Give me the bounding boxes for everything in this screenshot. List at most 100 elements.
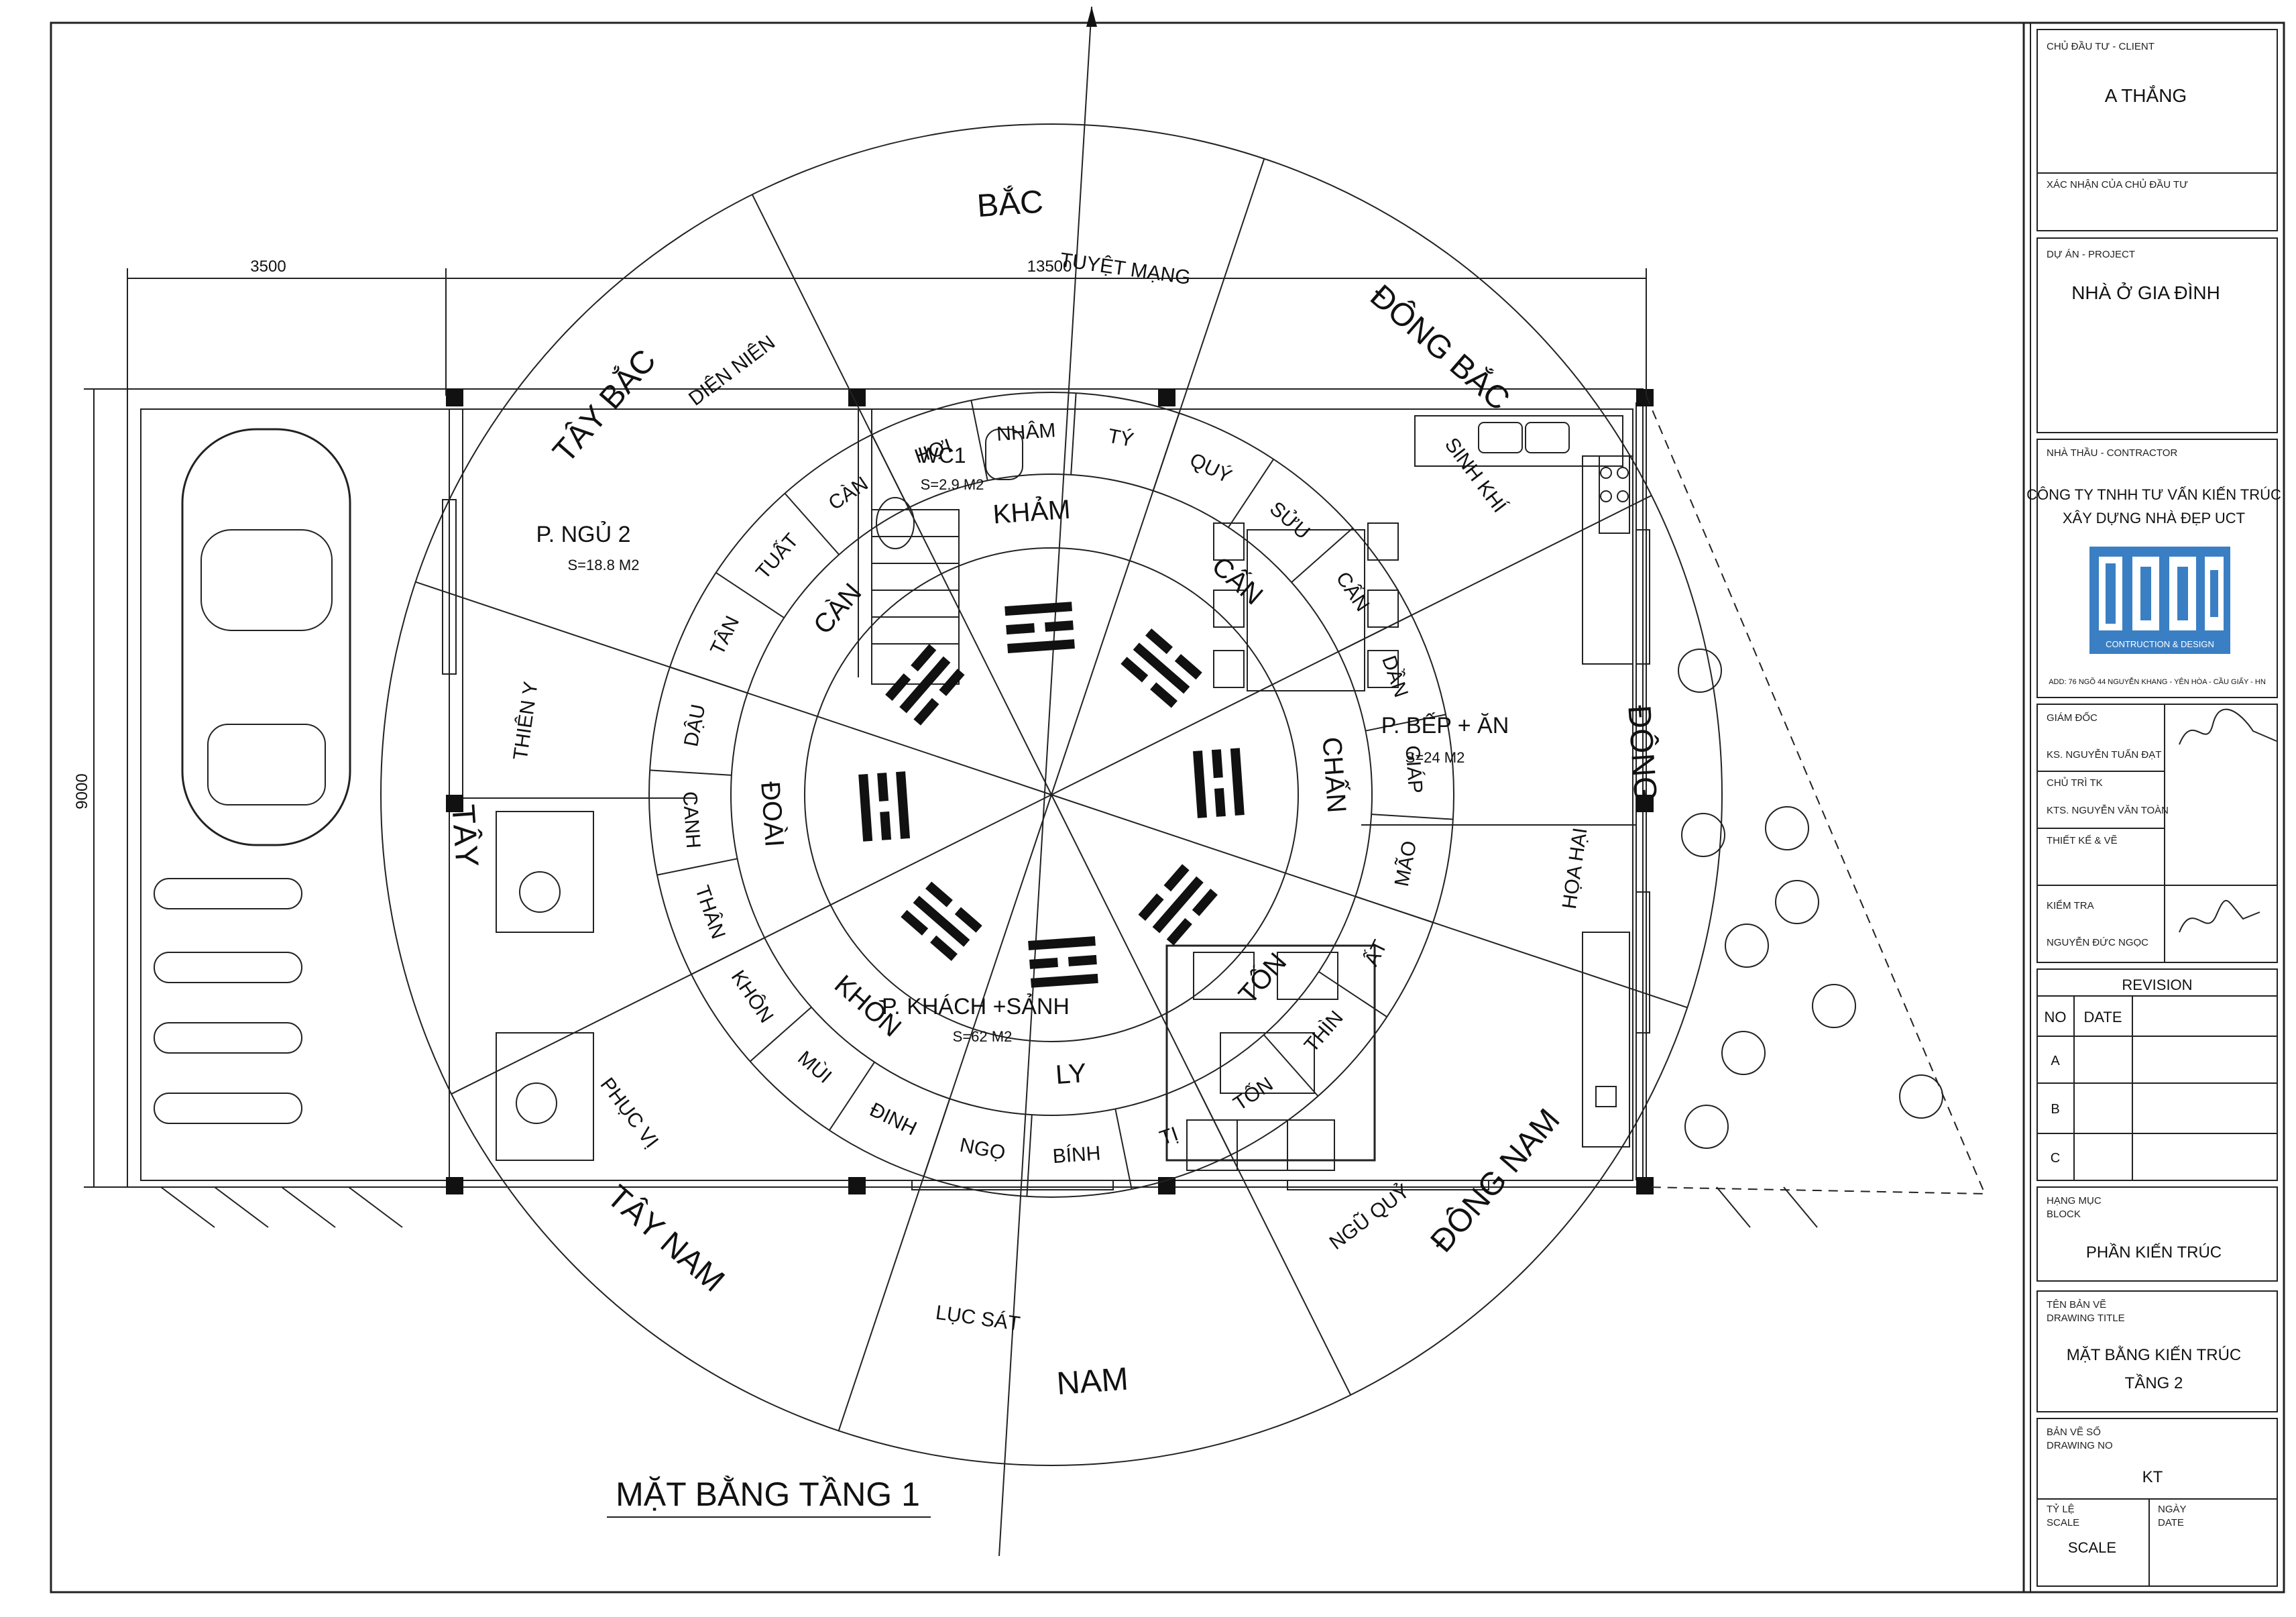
direction-label: ĐÔNG BẮC <box>1363 277 1517 417</box>
north-arrow-icon <box>1086 7 1097 27</box>
scale-label: TỶ LỆ <box>2047 1504 2075 1515</box>
mountain-divider <box>1152 412 1180 492</box>
mountain-divider <box>1227 459 1274 528</box>
star-label: PHỤC VỊ <box>596 1074 663 1152</box>
mountain-label: THÂN <box>691 883 730 942</box>
mountain-divider <box>871 434 909 508</box>
mountain-divider <box>923 1098 951 1177</box>
mountain-divider <box>1338 614 1412 653</box>
date-label-en: DATE <box>2158 1517 2184 1528</box>
revision-row: C <box>2051 1151 2060 1166</box>
trigram-symbol-icon <box>1028 936 1098 988</box>
room-name-kitchen: P. BẾP + ĂN <box>1381 713 1509 738</box>
trigram-label: CHẤN <box>1317 736 1353 814</box>
revision-row: B <box>2051 1102 2059 1117</box>
star-label: THIÊN Y <box>510 680 542 761</box>
trigram-symbol-icon <box>1138 864 1218 946</box>
mountain-divider <box>1070 393 1077 475</box>
director-name: KS. NGUYỄN TUẤN ĐẠT <box>2047 749 2161 761</box>
star-label: TUYỆT MẠNG <box>1059 249 1192 289</box>
mountain-divider <box>1371 814 1453 820</box>
mountain-label: MÙI <box>793 1047 836 1088</box>
checker-label: KIỂM TRA <box>2047 899 2094 911</box>
contractor-line-1: CÔNG TY TNHH TƯ VẤN KIẾN TRÚC <box>2026 486 2281 503</box>
mountain-label: KHÔN <box>727 966 779 1027</box>
revision-date-header: DATE <box>2083 1009 2122 1025</box>
signature-checker-icon <box>2179 899 2260 933</box>
scale-value: SCALE <box>2068 1539 2116 1556</box>
revision-row: A <box>2051 1054 2060 1068</box>
mountain-label: TỐN <box>1229 1072 1277 1115</box>
client-name: A THẮNG <box>2105 85 2187 106</box>
motorbike-icon <box>154 878 302 1124</box>
designer-label: THIẾT KẾ & VẼ <box>2047 835 2118 846</box>
trigram-divider <box>972 794 1052 1029</box>
contractor-address: ADD: 76 NGÕ 44 NGUYỄN KHANG - YÊN HÒA - … <box>2049 677 2266 686</box>
trigram-divider <box>830 794 1052 906</box>
mountain-divider <box>970 400 988 481</box>
drawing-title-label-en: DRAWING TITLE <box>2047 1313 2125 1324</box>
room-name-wc1: WC1 <box>918 443 966 467</box>
sheet-border <box>50 21 2285 1594</box>
date-label: NGÀY <box>2158 1504 2187 1515</box>
sector-divider <box>838 1028 974 1431</box>
project-name: NHÀ Ở GIA ĐÌNH <box>2071 282 2220 303</box>
room-name-bedroom2: P. NGỦ 2 <box>536 522 630 547</box>
trigram-symbol-icon <box>1005 602 1075 654</box>
mountain-label: SỬU <box>1265 497 1314 544</box>
mountain-divider <box>691 937 765 975</box>
block-value: PHẦN KIẾN TRÚC <box>2086 1243 2222 1262</box>
mountain-divider <box>1026 1115 1033 1196</box>
trigram-label: TỐN <box>1232 946 1292 1009</box>
room-area-bedroom2: S=18.8 M2 <box>567 557 639 573</box>
sector-divider <box>415 581 818 718</box>
mountain-divider <box>749 1006 812 1062</box>
project-label: DỰ ÁN - PROJECT <box>2047 249 2135 260</box>
mountain-divider <box>1318 970 1387 1017</box>
mountain-divider <box>1355 895 1434 924</box>
title-block: CHỦ ĐẦU TƯ - CLIENT A THẮNG XÁC NHẬN CỦA… <box>2026 29 2281 1587</box>
star-label: LỤC SÁT <box>934 1302 1021 1335</box>
scale-label-en: SCALE <box>2047 1517 2079 1528</box>
trigram-symbol-icon <box>901 881 982 961</box>
trigram-label: KHẢM <box>992 494 1072 530</box>
mountain-label: TUẤT <box>751 529 803 583</box>
mountain-label: TÝ <box>1106 425 1135 452</box>
block-label-en: BLOCK <box>2047 1209 2081 1220</box>
drawing-no-label: BẢN VẼ SỐ <box>2047 1426 2101 1438</box>
trigram-divider <box>1051 794 1163 1016</box>
uct-logo: CONTRUCTION & DESIGN <box>2089 547 2230 654</box>
drawing-no-value: KT <box>2142 1468 2163 1486</box>
drawing-title-label: TÊN BẢN VẼ <box>2047 1299 2106 1311</box>
room-area-wc1: S=2.9 M2 <box>921 476 984 493</box>
star-label: SINH KHÍ <box>1440 434 1511 517</box>
sector-divider <box>1161 1015 1352 1396</box>
director-label: GIÁM ĐỐC <box>2047 712 2098 724</box>
mountain-label: ẤT <box>1360 936 1391 969</box>
confirm-label: XÁC NHẬN CỦA CHỦ ĐẦU TƯ <box>2047 178 2188 190</box>
mountain-label: DẬU <box>680 702 709 748</box>
mountain-divider <box>1365 714 1446 732</box>
mountain-label: MÃO <box>1390 839 1421 889</box>
floor-plan: 3500 13500 9000 <box>73 258 1986 1228</box>
direction-label: ĐÔNG <box>1621 704 1664 803</box>
logo-subtitle: CONTRUCTION & DESIGN <box>2106 639 2214 649</box>
sector-divider <box>451 904 831 1095</box>
trigram-symbol-icon <box>1192 748 1245 818</box>
mountain-divider <box>715 572 785 619</box>
revision-no-header: NO <box>2045 1009 2067 1025</box>
mountain-label: NHÂM <box>996 419 1056 445</box>
mountain-divider <box>650 769 732 776</box>
direction-label: TÂY NAM <box>600 1178 731 1298</box>
direction-label: TÂY <box>445 803 484 869</box>
direction-label: NAM <box>1055 1361 1129 1402</box>
bagua-compass <box>380 123 1723 1466</box>
car-icon <box>181 428 351 846</box>
mountain-divider <box>829 1062 876 1131</box>
mountain-label: TỊ <box>1157 1123 1181 1150</box>
star-label: NGŨ QUỶ <box>1325 1180 1414 1254</box>
mountain-label: BÍNH <box>1052 1142 1102 1168</box>
client-label: CHỦ ĐẦU TƯ - CLIENT <box>2047 40 2155 52</box>
shrub-icon <box>516 649 1943 1149</box>
